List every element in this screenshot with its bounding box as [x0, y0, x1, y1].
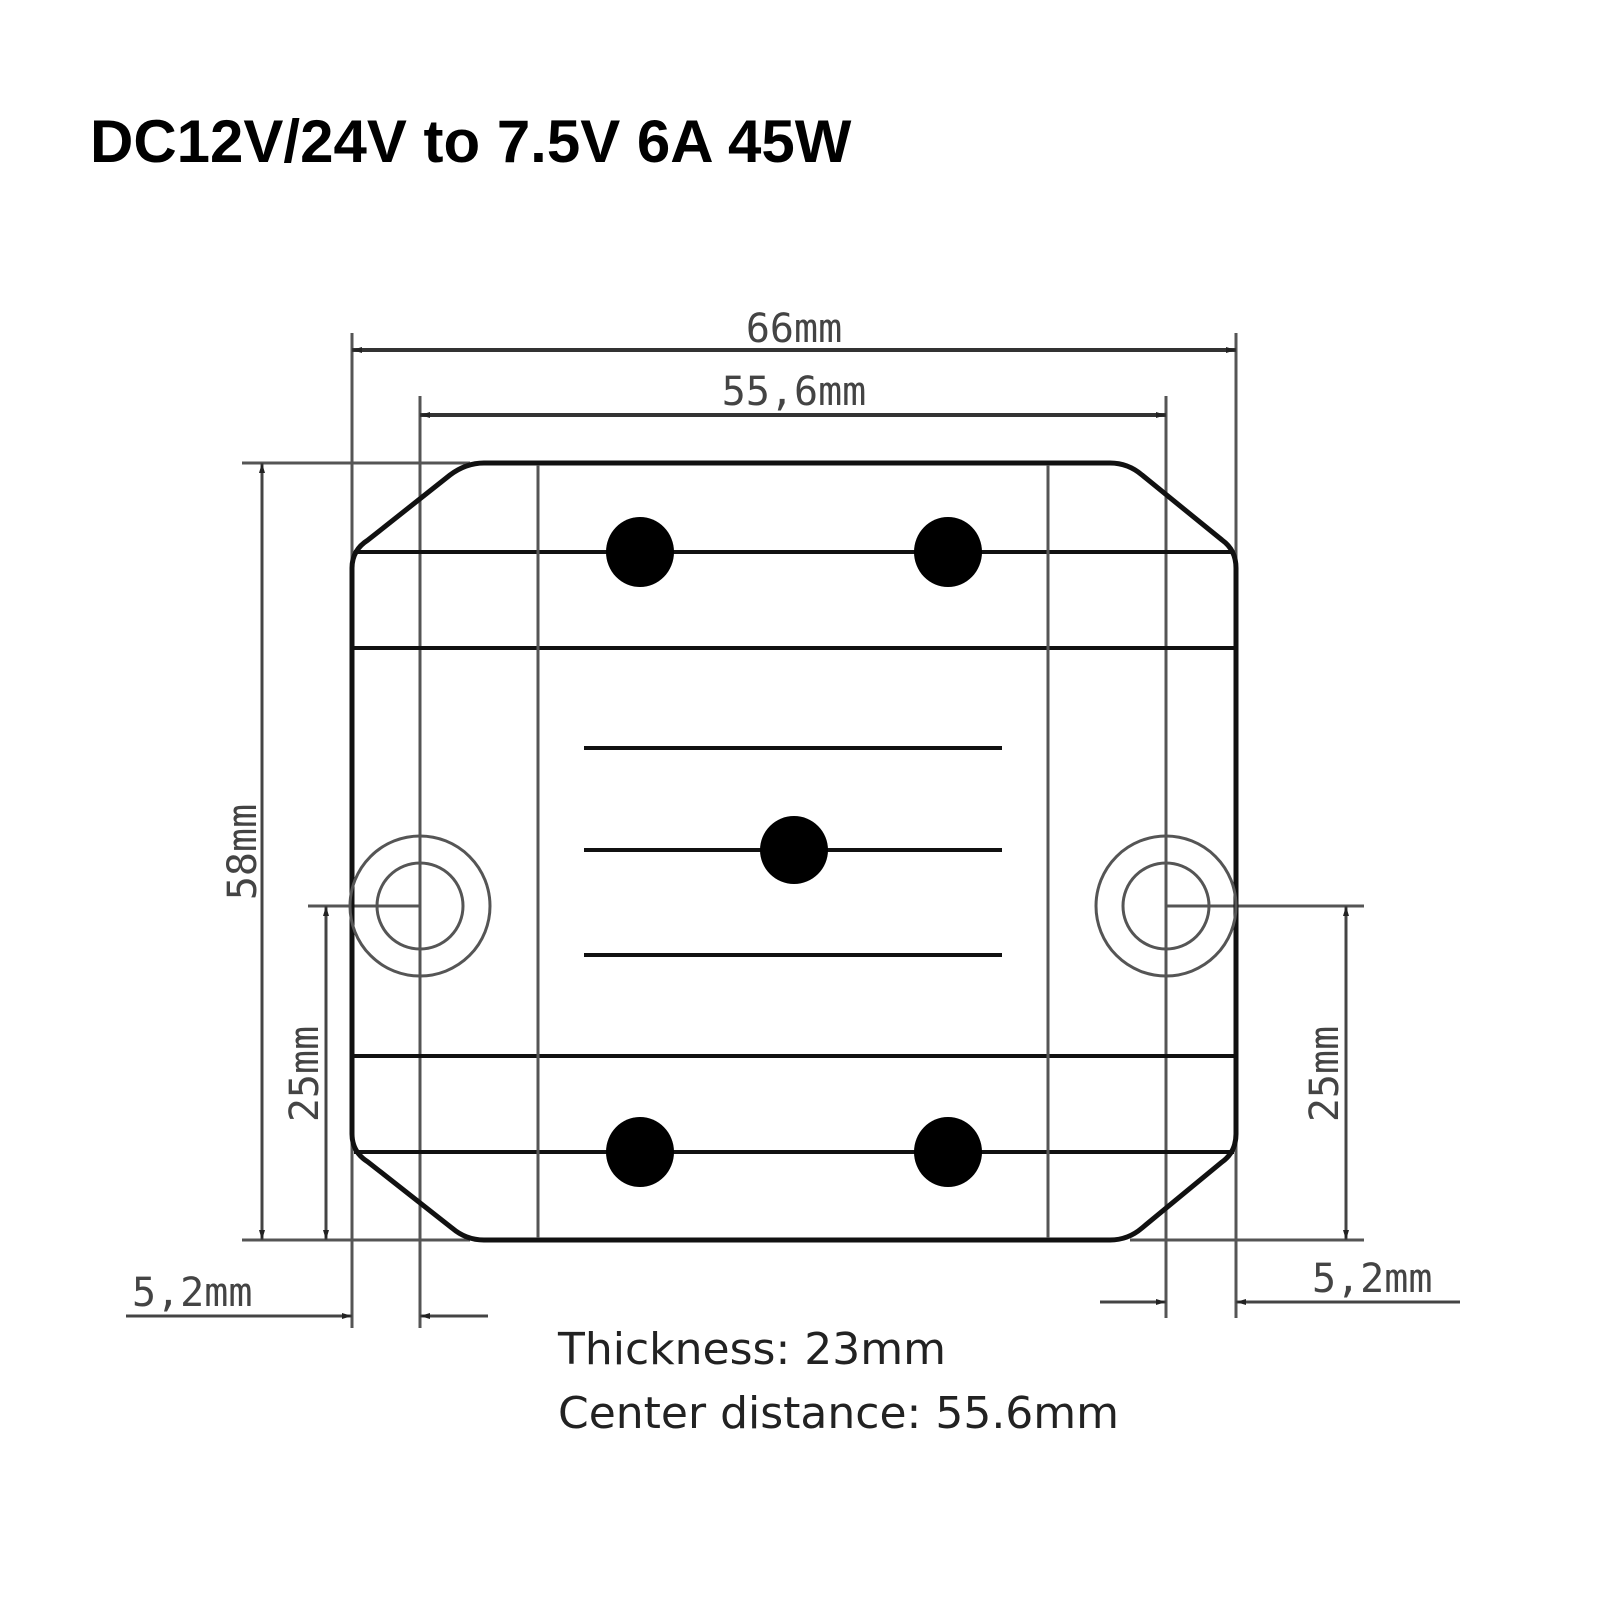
terminal-dots: [606, 517, 982, 1187]
dim-25mm-left: 25mm: [282, 1026, 328, 1122]
thickness-note: Thickness: 23mm: [558, 1324, 946, 1375]
width-dimension: [352, 347, 1236, 418]
product-title: DC12V/24V to 7.5V 6A 45W: [90, 108, 852, 175]
height-dimension: [259, 463, 1349, 1240]
dim-25mm-right: 25mm: [1302, 1026, 1348, 1122]
offset-dimensions: [126, 1299, 1460, 1319]
center-distance-note: Center distance: 55.6mm: [558, 1388, 1120, 1439]
dim-5-2mm-right: 5,2mm: [1312, 1256, 1432, 1302]
notes: Thickness: 23mm Center distance: 55.6mm: [558, 1318, 1119, 1446]
enclosure-outline: [349, 460, 1239, 1243]
mounting-hole-right: [1094, 834, 1238, 978]
enclosure-ribs: [354, 550, 1234, 1154]
mounting-hole-left: [348, 834, 492, 978]
dim-66mm: 66mm: [746, 306, 842, 352]
dim-55-6mm: 55,6mm: [722, 369, 867, 415]
enclosure-inner-verticals: [536, 465, 1050, 1238]
dim-58mm: 58mm: [220, 804, 266, 900]
dim-5-2mm-left: 5,2mm: [132, 1270, 252, 1316]
